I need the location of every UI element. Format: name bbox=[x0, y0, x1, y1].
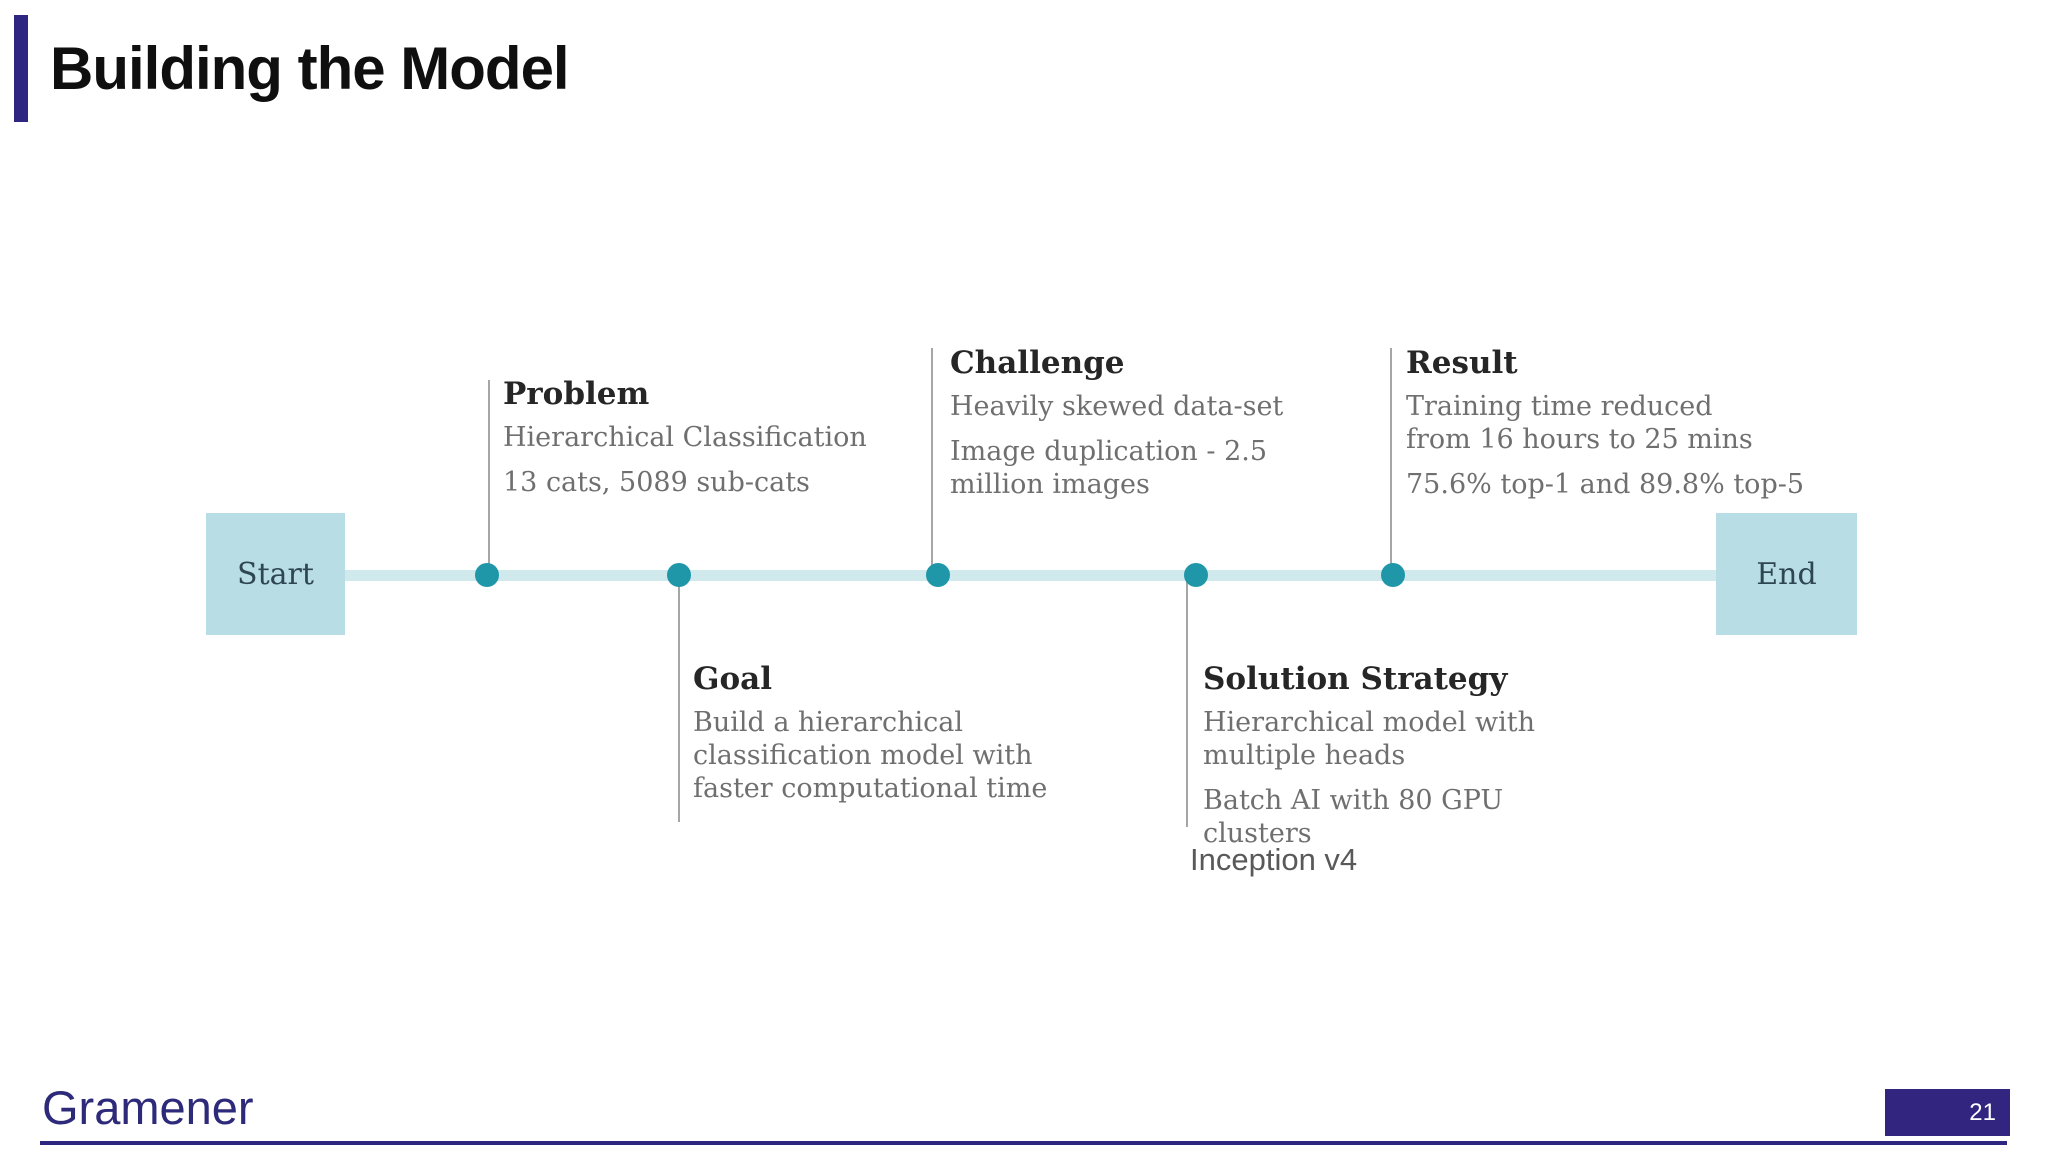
timeline-start-box: Start bbox=[206, 513, 345, 635]
timeline-dot-goal bbox=[667, 563, 691, 587]
milestone-title: Solution Strategy bbox=[1203, 661, 1508, 697]
milestone-title: Result bbox=[1406, 345, 1518, 381]
timeline-end-box: End bbox=[1716, 513, 1857, 635]
milestone-text-line: classification model with bbox=[693, 740, 1033, 771]
timeline-dot-challenge bbox=[926, 563, 950, 587]
brand-logo-text: Gramener bbox=[42, 1081, 254, 1134]
milestone-text-line: million images bbox=[950, 469, 1150, 500]
milestone-title: Problem bbox=[503, 376, 650, 412]
milestone-text-line: Hierarchical Classification bbox=[503, 422, 867, 453]
footer-rule bbox=[40, 1141, 2007, 1145]
timeline-dot-solution bbox=[1184, 563, 1208, 587]
milestone-title: Challenge bbox=[950, 345, 1125, 381]
milestone-solution-strategy: Solution Strategy Hierarchical model wit… bbox=[1203, 661, 1535, 862]
milestone-text-line: Training time reduced bbox=[1406, 391, 1713, 422]
milestone-text-line: Image duplication - 2.5 bbox=[950, 436, 1268, 467]
connector-line-problem bbox=[488, 380, 490, 575]
milestone-text-line: 75.6% top-1 and 89.8% top-5 bbox=[1406, 469, 1805, 500]
milestone-problem: Problem Hierarchical Classification 13 c… bbox=[503, 376, 867, 511]
milestone-result: Result Training time reduced from 16 hou… bbox=[1406, 345, 1804, 513]
end-label: End bbox=[1756, 556, 1817, 592]
connector-line-challenge bbox=[931, 348, 933, 575]
milestone-text-line: faster computational time bbox=[693, 773, 1048, 804]
page-number: 21 bbox=[1969, 1098, 1996, 1126]
milestone-title: Goal bbox=[693, 661, 773, 697]
milestone-text-line: multiple heads bbox=[1203, 740, 1406, 771]
timeline-dot-result bbox=[1381, 563, 1405, 587]
milestone-text-line: 13 cats, 5089 sub-cats bbox=[503, 467, 810, 498]
timeline-bar bbox=[335, 570, 1716, 581]
inception-note: Inception v4 bbox=[1190, 842, 1358, 877]
milestone-goal: Goal Build a hierarchical classification… bbox=[693, 661, 1047, 817]
milestone-challenge: Challenge Heavily skewed data-set Image … bbox=[950, 345, 1283, 513]
milestone-text-line: clusters bbox=[1203, 818, 1312, 849]
milestone-text-line: from 16 hours to 25 mins bbox=[1406, 424, 1753, 455]
milestone-text-line: Build a hierarchical bbox=[693, 707, 963, 738]
milestone-text-line: Batch AI with 80 GPU bbox=[1203, 785, 1504, 816]
connector-line-solution bbox=[1186, 575, 1188, 827]
milestone-text-line: Heavily skewed data-set bbox=[950, 391, 1284, 422]
start-label: Start bbox=[237, 556, 314, 592]
timeline-dot-problem bbox=[475, 563, 499, 587]
title-accent-bar bbox=[14, 15, 28, 122]
connector-line-goal bbox=[678, 575, 680, 822]
connector-line-result bbox=[1390, 348, 1392, 575]
page-title: Building the Model bbox=[50, 35, 570, 102]
page-number-badge: 21 bbox=[1885, 1089, 2010, 1136]
milestone-text-line: Hierarchical model with bbox=[1203, 707, 1535, 738]
